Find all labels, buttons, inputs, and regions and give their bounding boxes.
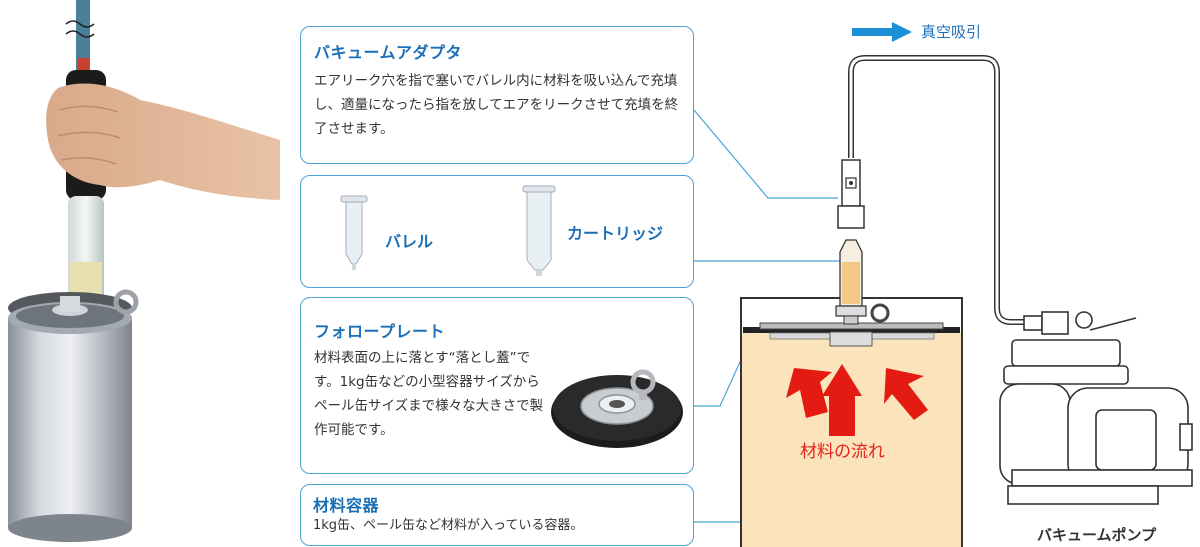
air-tube [76, 0, 90, 70]
adapter-description: エアリーク穴を指で塞いでバレル内に材料を吸い込んで充填し、適量になったら指を放し… [314, 73, 679, 137]
material-title: 材料容器 [313, 496, 380, 515]
follow-plate-image [551, 369, 683, 448]
plate-description: 材料表面の上に落とす“落とし蓋”です。1kg缶などの小型容器サイズからペール缶サ… [314, 350, 544, 438]
product-photo [8, 0, 280, 542]
vacuum-pump-label: バキュームポンプ [1037, 526, 1157, 544]
adapter-info-box: バキュームアダプタ エアリーク穴を指で塞いでバレル内に材料を吸い込んで充填し、適… [300, 26, 694, 164]
adapter-title: バキュームアダプタ [314, 43, 463, 62]
material-description: 1kg缶、ペール缶など材料が入っている容器。 [313, 518, 584, 533]
hand [46, 83, 280, 200]
vacuum-suction-label: 真空吸引 [921, 23, 982, 41]
cartridge-icon [522, 185, 556, 276]
barrel-icon [340, 195, 368, 270]
material-fill [741, 332, 962, 547]
vacuum-pump-drawing [999, 311, 1193, 505]
barrel-cartridge-box: バレル カートリッジ [300, 175, 694, 288]
follow-plate-drawing [743, 327, 960, 333]
plate-title: フォロープレート [314, 322, 446, 341]
flow-arrows [786, 364, 928, 436]
break-mark [65, 20, 95, 38]
material-flow-label: 材料の流れ [800, 442, 885, 462]
can [8, 318, 132, 528]
cartridge-label: カートリッジ [567, 224, 664, 243]
vacuum-hose [848, 55, 1028, 325]
follow-plate-box: フォロープレート 材料表面の上に落とす“落とし蓋”です。1kg缶などの小型容器サ… [300, 297, 694, 474]
barrel-label: バレル [385, 232, 434, 251]
material-container-box: 材料容器 1kg缶、ペール缶など材料が入っている容器。 [300, 484, 694, 546]
vacuum-arrow-icon [852, 22, 912, 42]
